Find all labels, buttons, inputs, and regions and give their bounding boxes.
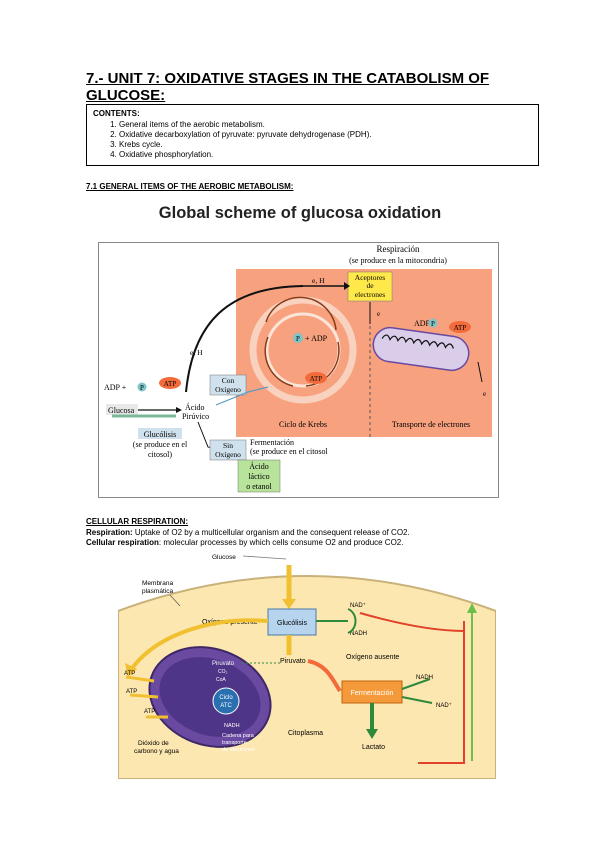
glucose-oxidation-diagram: Respiración (se produce en la mitocondri… bbox=[98, 242, 499, 498]
svg-text:ATP: ATP bbox=[144, 709, 155, 715]
atp-outputs: ATP ATP ATP bbox=[124, 671, 168, 719]
svg-text:transporte: transporte bbox=[222, 740, 247, 746]
svg-text:+ ADP: + ADP bbox=[305, 334, 328, 343]
svg-text:CO₂: CO₂ bbox=[218, 669, 228, 675]
aceptores-label: Aceptores bbox=[355, 273, 385, 282]
svg-text:Lactato: Lactato bbox=[362, 744, 385, 751]
svg-text:de: de bbox=[366, 281, 374, 290]
svg-text:e, H: e, H bbox=[312, 276, 325, 285]
svg-text:(se produce en el citosol: (se produce en el citosol bbox=[250, 447, 329, 456]
svg-text:CoA: CoA bbox=[216, 677, 226, 683]
respiracion-label: Respiración bbox=[377, 244, 420, 254]
krebs-cycle bbox=[249, 296, 357, 404]
svg-text:Pirúvico: Pirúvico bbox=[182, 412, 209, 421]
svg-text:NADH: NADH bbox=[416, 675, 433, 681]
svg-text:Ácido: Ácido bbox=[249, 461, 269, 471]
svg-text:ATP: ATP bbox=[126, 689, 137, 695]
cellular-respiration-heading: CELLULAR RESPIRATION: bbox=[86, 517, 189, 526]
svg-text:de electrones: de electrones bbox=[222, 747, 255, 753]
svg-text:NAD⁺: NAD⁺ bbox=[436, 702, 452, 709]
svg-text:Oxígeno ausente: Oxígeno ausente bbox=[346, 654, 399, 661]
contents-item: General items of the aerobic metabolism. bbox=[119, 120, 532, 130]
contents-item: Oxidative decarboxylation of pyruvate: p… bbox=[119, 130, 532, 140]
svg-text:electrones: electrones bbox=[355, 290, 385, 299]
svg-text:ATP: ATP bbox=[164, 380, 177, 388]
svg-text:NADH: NADH bbox=[350, 631, 367, 637]
contents-list: General items of the aerobic metabolism.… bbox=[93, 120, 532, 160]
transport-label: Transporte de electrones bbox=[392, 420, 470, 429]
svg-text:ATP: ATP bbox=[454, 324, 467, 332]
krebs-label: Ciclo de Krebs bbox=[279, 420, 327, 429]
respiracion-sub: (se produce en la mitocondria) bbox=[349, 256, 447, 265]
svg-text:citosol): citosol) bbox=[148, 450, 172, 459]
svg-text:NADH: NADH bbox=[224, 723, 240, 729]
svg-text:Fermentación: Fermentación bbox=[250, 438, 294, 447]
svg-text:(se produce en el: (se produce en el bbox=[133, 440, 188, 449]
svg-text:Membrana: Membrana bbox=[142, 580, 173, 587]
svg-text:Piruvato: Piruvato bbox=[280, 658, 306, 665]
contents-box: CONTENTS: General items of the aerobic m… bbox=[86, 104, 539, 166]
section-heading: 7.1 GENERAL ITEMS OF THE AEROBIC METABOL… bbox=[86, 182, 294, 191]
cellular-respiration-definition: Cellular respiration: molecular processe… bbox=[86, 538, 404, 547]
svg-text:Ciclo: Ciclo bbox=[219, 695, 233, 701]
contents-label: CONTENTS: bbox=[93, 109, 140, 118]
svg-text:Dióxido de: Dióxido de bbox=[138, 740, 169, 747]
svg-text:P: P bbox=[296, 335, 300, 343]
svg-text:carbono y agua: carbono y agua bbox=[134, 748, 179, 755]
svg-text:Fermentación: Fermentación bbox=[351, 690, 394, 697]
svg-text:e, H: e, H bbox=[190, 348, 203, 357]
svg-text:ATP: ATP bbox=[310, 375, 323, 383]
svg-text:o etanol: o etanol bbox=[246, 482, 272, 491]
svg-text:plasmática: plasmática bbox=[142, 588, 173, 595]
svg-text:Glucólisis: Glucólisis bbox=[277, 620, 307, 627]
svg-text:e: e bbox=[377, 310, 380, 318]
cellular-respiration-diagram: Membrana plasmática Glucose Glucólisis N… bbox=[118, 551, 496, 779]
svg-text:Glucólisis: Glucólisis bbox=[144, 430, 176, 439]
svg-text:P: P bbox=[431, 320, 435, 328]
svg-text:Ácido: Ácido bbox=[185, 402, 205, 412]
svg-text:Glucose: Glucose bbox=[212, 554, 236, 561]
svg-text:Citoplasma: Citoplasma bbox=[288, 730, 323, 737]
svg-text:Glucosa: Glucosa bbox=[108, 406, 135, 415]
page-title: 7.- UNIT 7: OXIDATIVE STAGES IN THE CATA… bbox=[86, 70, 490, 104]
svg-text:Cadena para: Cadena para bbox=[222, 733, 255, 739]
contents-item: Oxidative phosphorylation. bbox=[119, 150, 532, 160]
svg-text:Oxígeno: Oxígeno bbox=[215, 385, 241, 394]
svg-text:ATP: ATP bbox=[124, 671, 135, 677]
svg-text:ADP +: ADP + bbox=[414, 319, 437, 328]
svg-text:ADP +: ADP + bbox=[104, 383, 127, 392]
svg-text:Sin: Sin bbox=[223, 441, 233, 450]
svg-text:Oxígeno: Oxígeno bbox=[215, 450, 241, 459]
contents-item: Krebs cycle. bbox=[119, 140, 532, 150]
svg-text:Piruvato: Piruvato bbox=[212, 661, 235, 667]
diagram-title: Global scheme of glucosa oxidation bbox=[158, 204, 442, 222]
svg-text:láctico: láctico bbox=[248, 472, 269, 481]
respiration-definition: Respiration: Uptake of O2 by a multicell… bbox=[86, 528, 410, 537]
svg-text:e: e bbox=[483, 390, 486, 398]
svg-text:P: P bbox=[140, 384, 144, 392]
svg-text:ATC: ATC bbox=[220, 703, 232, 709]
svg-text:Con: Con bbox=[222, 376, 235, 385]
svg-text:NAD⁺: NAD⁺ bbox=[350, 602, 366, 609]
